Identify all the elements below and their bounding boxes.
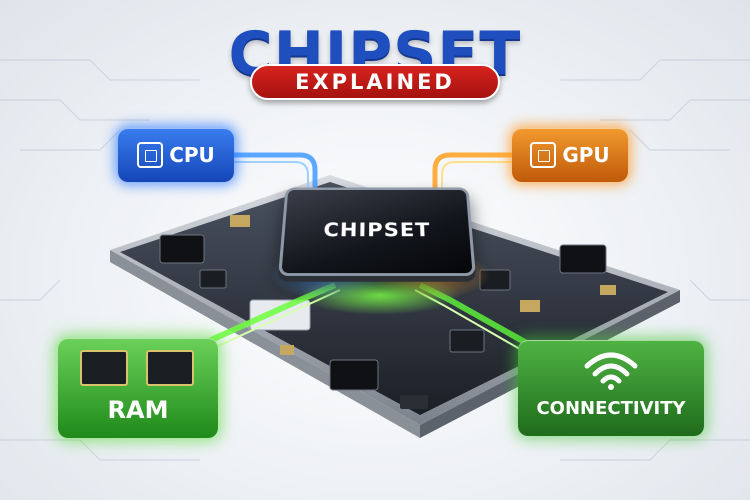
cpu-chip-icon — [137, 142, 164, 168]
connectivity-badge: CONNECTIVITY — [518, 340, 704, 436]
wifi-icon — [584, 352, 638, 390]
ram-badge: RAM — [58, 338, 218, 438]
ram-label: RAM — [107, 396, 169, 424]
connectivity-label: CONNECTIVITY — [536, 398, 686, 419]
subtitle-banner: EXPLAINED — [250, 64, 500, 100]
ram-module-icon — [146, 350, 194, 386]
cpu-label: CPU — [169, 143, 215, 167]
cpu-badge: CPU — [118, 128, 234, 182]
chipset-chip: CHIPSET — [278, 187, 476, 276]
chip-glow-green — [300, 275, 460, 315]
gpu-badge: GPU — [512, 128, 628, 182]
gpu-chip-icon — [530, 142, 557, 168]
gpu-connection-line — [432, 152, 512, 230]
gpu-label: GPU — [562, 143, 610, 167]
board-components — [159, 215, 616, 409]
chipset-chip-label: CHIPSET — [322, 219, 432, 241]
cpu-connection-line — [234, 152, 318, 230]
circuit-traces — [0, 59, 750, 461]
ram-module-icon — [80, 350, 128, 386]
